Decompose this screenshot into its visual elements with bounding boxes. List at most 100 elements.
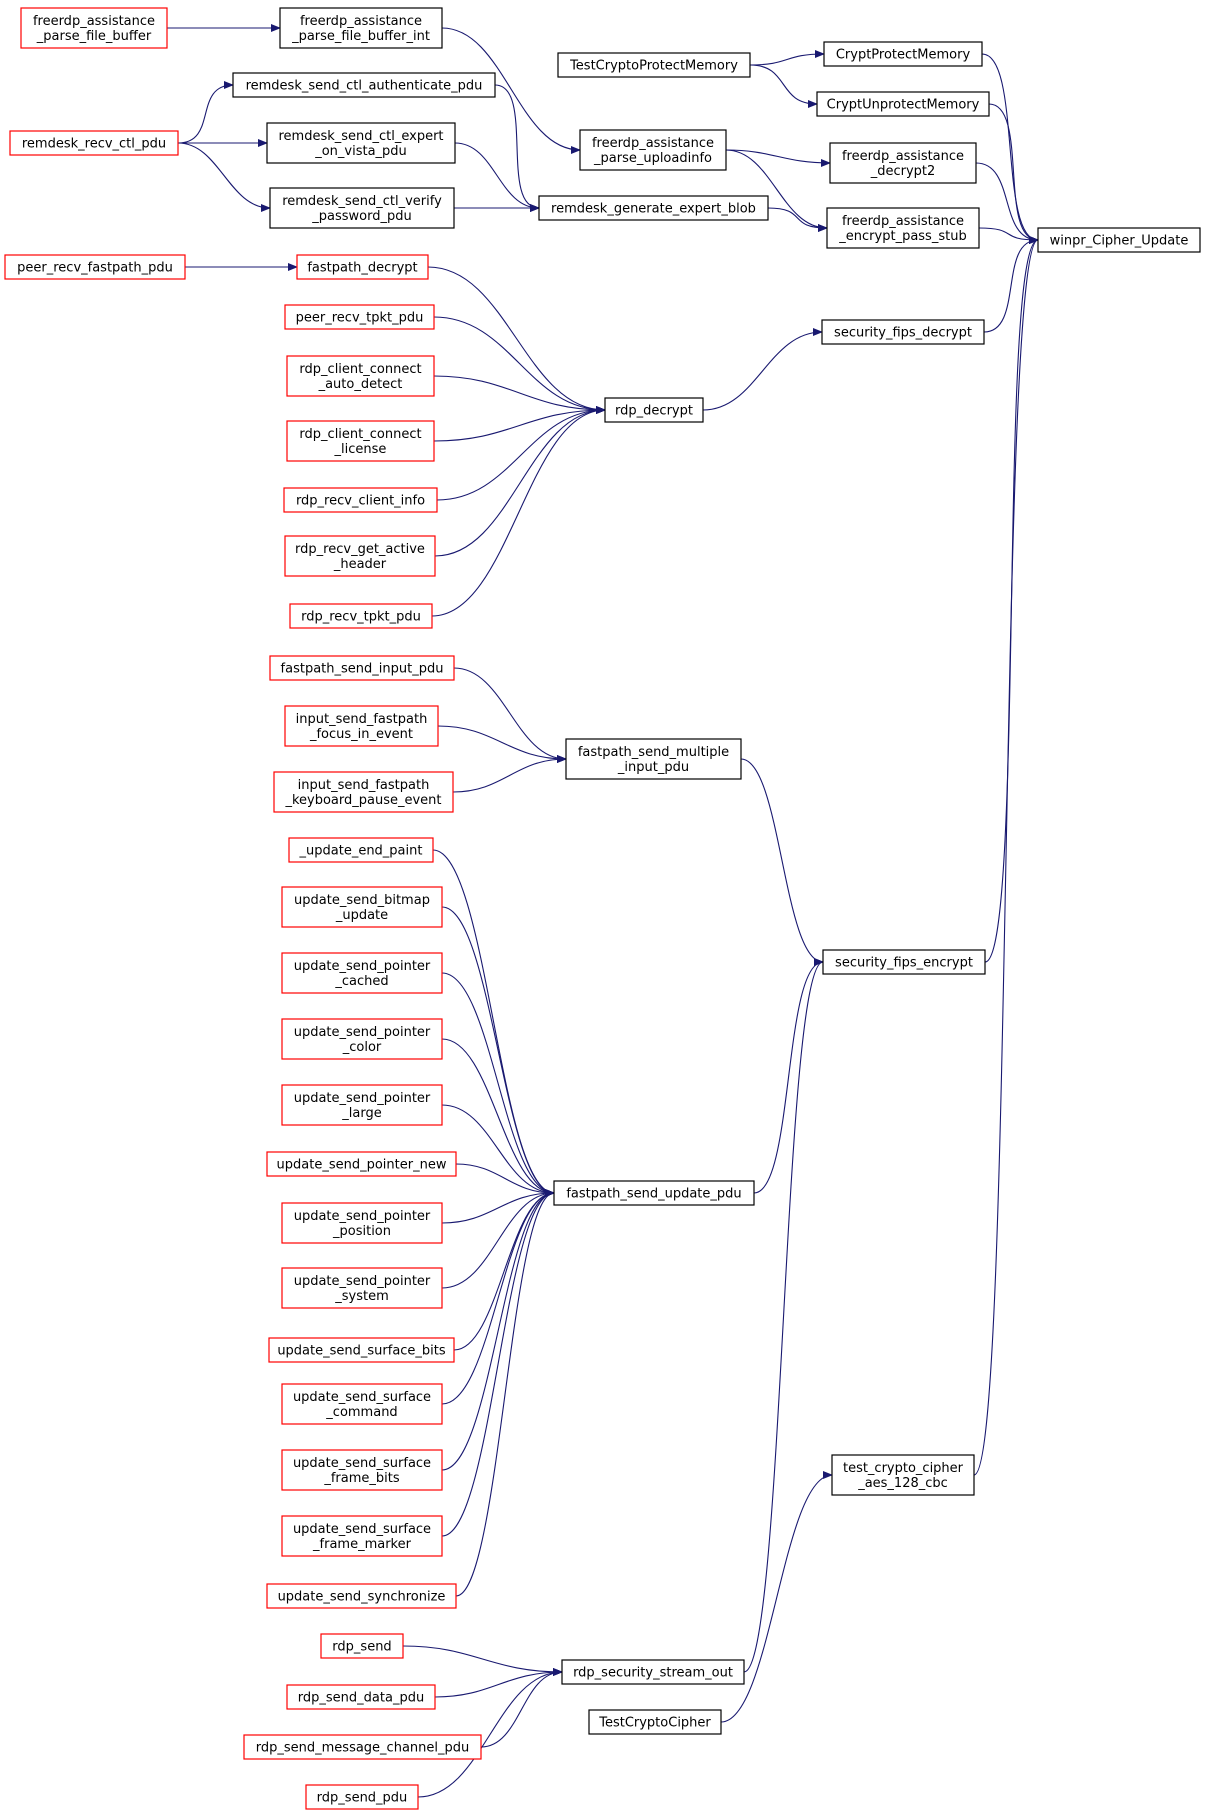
node-update-send-surface-bits[interactable]: update_send_surface_bits	[268, 1337, 455, 1363]
node-test-crypto-protect-memory[interactable]: TestCryptoProtectMemory	[557, 52, 751, 78]
node-label-line: update_send_synchronize	[278, 1590, 446, 1605]
node-update-send-pointer-system[interactable]: update_send_pointer_system	[281, 1267, 443, 1309]
node-rdp-recv-client-info[interactable]: rdp_recv_client_info	[283, 487, 438, 513]
node-input-send-fastpath-focus-in-event[interactable]: input_send_fastpath_focus_in_event	[284, 705, 439, 747]
node-winpr-cipher-update[interactable]: winpr_Cipher_Update	[1037, 227, 1201, 253]
node-fa-decrypt2[interactable]: freerdp_assistance_decrypt2	[829, 142, 977, 184]
node-rdp-security-stream-out[interactable]: rdp_security_stream_out	[561, 1659, 745, 1685]
node-fastpath-send-input-pdu[interactable]: fastpath_send_input_pdu	[269, 655, 455, 681]
node-label-line: update_send_surface	[293, 1390, 431, 1405]
edge-rdp-recv-get-active-header-to-rdp-decrypt	[434, 406, 606, 557]
edge-rdp-recv-tpkt-pdu-to-rdp-decrypt	[431, 406, 606, 617]
node-remdesk-send-ctl-expert-on-vista-pdu[interactable]: remdesk_send_ctl_expert_on_vista_pdu	[266, 122, 456, 164]
edge-remdesk-send-ctl-expert-on-vista-pdu-to-remdesk-generate-expert-blob	[454, 142, 540, 212]
edge-input-send-fastpath-focus-in-event-to-fastpath-send-multiple-input-pdu	[437, 725, 567, 763]
node-rdp-send-data-pdu[interactable]: rdp_send_data_pdu	[286, 1684, 436, 1710]
node-label-line: TestCryptoProtectMemory	[569, 59, 738, 74]
node-label-line: freerdp_assistance	[842, 149, 964, 164]
node-box	[266, 1151, 457, 1177]
node-box	[305, 1784, 419, 1810]
edge-test-crypto-cipher-to-test-crypto-cipher-aes-128-cbc	[720, 1471, 833, 1723]
node-fa-parse-file-buffer[interactable]: freerdp_assistance_parse_file_buffer	[20, 7, 168, 49]
node-rdp-send-pdu[interactable]: rdp_send_pdu	[305, 1784, 419, 1810]
node-box	[243, 1734, 482, 1760]
node-remdesk-send-ctl-verify-password-pdu[interactable]: remdesk_send_ctl_verify_password_pdu	[269, 187, 455, 229]
node-update-send-surface-frame-marker[interactable]: update_send_surface_frame_marker	[281, 1515, 443, 1557]
node-box	[281, 1202, 443, 1244]
edge-update-send-bitmap-update-to-fastpath-send-update-pdu	[441, 906, 555, 1197]
node-label-line: fastpath_decrypt	[307, 261, 417, 276]
edge-update-send-surface-frame-marker-to-fastpath-send-update-pdu	[441, 1189, 555, 1537]
node-rdp-recv-tpkt-pdu[interactable]: rdp_recv_tpkt_pdu	[289, 603, 433, 629]
node-fa-encrypt-pass-stub[interactable]: freerdp_assistance_encrypt_pass_stub	[826, 207, 980, 249]
edge-rdp-send-to-rdp-security-stream-out	[402, 1645, 563, 1676]
node-fa-parse-file-buffer-int[interactable]: freerdp_assistance_parse_file_buffer_int	[279, 7, 443, 49]
node-update-send-pointer-large[interactable]: update_send_pointer_large	[281, 1084, 443, 1126]
node-label-line: input_send_fastpath	[298, 778, 430, 793]
node-fastpath-decrypt[interactable]: fastpath_decrypt	[296, 254, 429, 280]
node-peer-recv-fastpath-pdu[interactable]: peer_recv_fastpath_pdu	[4, 254, 186, 280]
node-label-line: _decrypt2	[870, 164, 936, 179]
node-rdp-send-message-channel-pdu[interactable]: rdp_send_message_channel_pdu	[243, 1734, 482, 1760]
node-box	[821, 319, 985, 345]
node-label-line: peer_recv_tpkt_pdu	[296, 311, 424, 326]
node-box	[816, 91, 990, 117]
node-rdp-client-connect-license[interactable]: rdp_client_connect_license	[286, 420, 435, 462]
node-update-send-pointer-position[interactable]: update_send_pointer_position	[281, 1202, 443, 1244]
node-box	[826, 207, 980, 249]
node-label-line: rdp_send_pdu	[317, 1791, 408, 1806]
edge-update-send-synchronize-to-fastpath-send-update-pdu	[455, 1189, 555, 1597]
node-update-send-pointer-new[interactable]: update_send_pointer_new	[266, 1151, 457, 1177]
node-label-line: update_send_pointer	[294, 1091, 431, 1106]
node-rdp-client-connect-auto-detect[interactable]: rdp_client_connect_auto_detect	[286, 355, 435, 397]
node-crypt-unprotect-memory[interactable]: CryptUnprotectMemory	[816, 91, 990, 117]
node-fa-parse-uploadinfo[interactable]: freerdp_assistance_parse_uploadinfo	[579, 129, 727, 171]
node-box	[284, 705, 439, 747]
node-label-line: update_send_surface	[293, 1522, 431, 1537]
node-remdesk-generate-expert-blob[interactable]: remdesk_generate_expert_blob	[538, 195, 769, 221]
node-box	[269, 187, 455, 229]
node-input-send-fastpath-keyboard-pause-event[interactable]: input_send_fastpath_keyboard_pause_event	[273, 771, 454, 813]
node-box	[232, 72, 496, 98]
node-label-line: fastpath_send_multiple	[578, 745, 729, 760]
node-label-line: security_fips_encrypt	[835, 956, 973, 971]
node-rdp-decrypt[interactable]: rdp_decrypt	[604, 397, 704, 423]
node-label-line: _parse_file_buffer	[36, 29, 152, 44]
node-crypt-protect-memory[interactable]: CryptProtectMemory	[823, 41, 983, 67]
node-fastpath-send-multiple-input-pdu[interactable]: fastpath_send_multiple_input_pdu	[565, 738, 742, 780]
node-label-line: update_send_pointer_new	[277, 1158, 447, 1173]
node-box	[281, 886, 443, 928]
node-box	[284, 304, 435, 330]
node-fastpath-send-update-pdu[interactable]: fastpath_send_update_pdu	[553, 1180, 755, 1206]
node-peer-recv-tpkt-pdu[interactable]: peer_recv_tpkt_pdu	[284, 304, 435, 330]
edge-update-send-surface-frame-bits-to-fastpath-send-update-pdu	[441, 1189, 555, 1471]
node-update-send-surface-command[interactable]: update_send_surface_command	[281, 1383, 443, 1425]
node-label-line: update_send_bitmap	[294, 893, 430, 908]
edge-update-send-surface-bits-to-fastpath-send-update-pdu	[453, 1189, 555, 1351]
node-update-send-synchronize[interactable]: update_send_synchronize	[266, 1583, 457, 1609]
node-update-send-pointer-color[interactable]: update_send_pointer_color	[281, 1018, 443, 1060]
edge-update-send-pointer-position-to-fastpath-send-update-pdu	[441, 1189, 555, 1224]
node-remdesk-recv-ctl-pdu[interactable]: remdesk_recv_ctl_pdu	[9, 130, 179, 156]
node-rdp-recv-get-active-header[interactable]: rdp_recv_get_active_header	[284, 535, 436, 577]
edge-fa-parse-uploadinfo-to-fa-decrypt2	[725, 149, 831, 167]
node-update-send-pointer-cached[interactable]: update_send_pointer_cached	[281, 952, 443, 994]
node-update-send-bitmap-update[interactable]: update_send_bitmap_update	[281, 886, 443, 928]
node-update-end-paint[interactable]: _update_end_paint	[288, 837, 434, 863]
edge-fastpath-send-input-pdu-to-fastpath-send-multiple-input-pdu	[453, 667, 567, 763]
node-box	[20, 7, 168, 49]
node-update-send-surface-frame-bits[interactable]: update_send_surface_frame_bits	[281, 1449, 443, 1491]
node-box	[269, 655, 455, 681]
edge-security-fips-decrypt-to-winpr-cipher-update	[983, 236, 1039, 333]
node-test-crypto-cipher-aes-128-cbc[interactable]: test_crypto_cipher_aes_128_cbc	[831, 1454, 975, 1496]
node-box	[266, 122, 456, 164]
node-security-fips-decrypt[interactable]: security_fips_decrypt	[821, 319, 985, 345]
node-layer: winpr_Cipher_Update CryptProtectMemoryCry…	[4, 7, 1201, 1810]
node-security-fips-encrypt[interactable]: security_fips_encrypt	[822, 949, 986, 975]
node-label-line: fastpath_send_update_pdu	[566, 1187, 741, 1202]
node-box	[286, 355, 435, 397]
node-test-crypto-cipher[interactable]: TestCryptoCipher	[588, 1709, 722, 1735]
node-rdp-send[interactable]: rdp_send	[320, 1633, 404, 1659]
node-remdesk-send-ctl-authenticate-pdu[interactable]: remdesk_send_ctl_authenticate_pdu	[232, 72, 496, 98]
node-box	[268, 1337, 455, 1363]
